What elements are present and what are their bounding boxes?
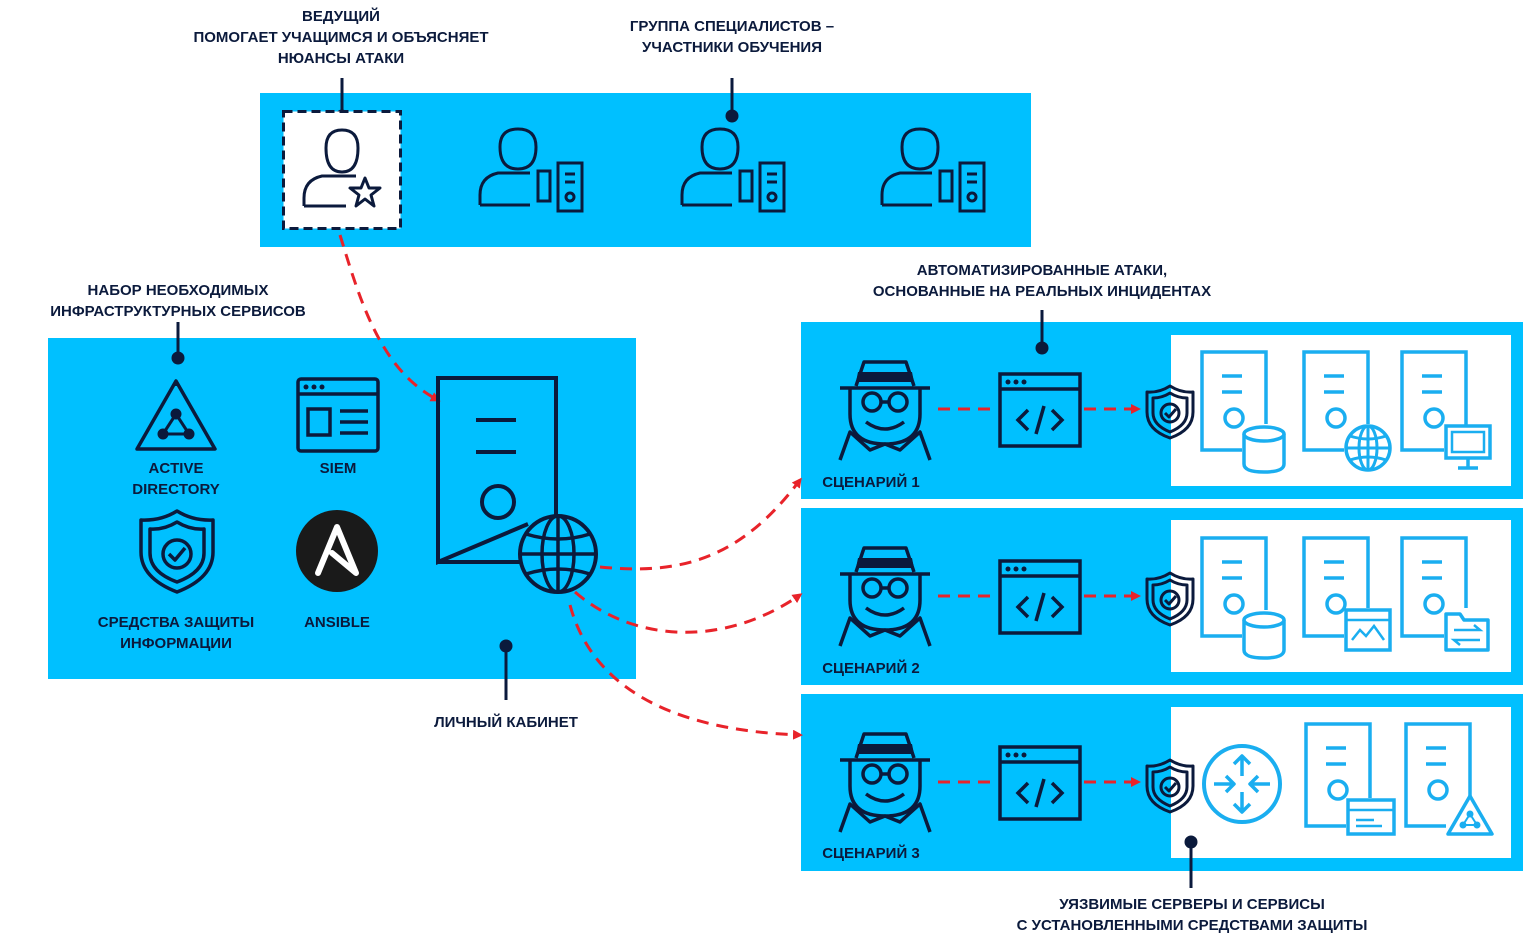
scenario-2-label: СЦЕНАРИЙ 2 — [822, 660, 920, 677]
scenario-1-label: СЦЕНАРИЙ 1 — [822, 474, 920, 491]
s3-server-active-directory-icon — [1404, 722, 1494, 836]
participant-1-workstation-icon — [478, 127, 584, 213]
s1-hacker-icon — [838, 360, 932, 461]
group-line-1: ГРУППА СПЕЦИАЛИСТОВ – — [629, 18, 835, 35]
ansible-label: ANSIBLE — [304, 614, 370, 631]
security-tools-label: СРЕДСТВА ЗАЩИТЫ ИНФОРМАЦИИ — [80, 612, 272, 654]
ansible-logo-icon — [296, 510, 378, 592]
cabinet-to-scenario-3-arrow — [568, 604, 803, 740]
vuln-line-1: УЯЗВИМЫЕ СЕРВЕРЫ И СЕРВИСЫ — [1059, 896, 1325, 913]
s1-code-window-icon — [998, 372, 1082, 448]
active-directory-line-2: DIRECTORY — [132, 481, 220, 498]
attacks-line-2: ОСНОВАННЫЕ НА РЕАЛЬНЫХ ИНЦИДЕНТАХ — [872, 283, 1212, 300]
vuln-line-2: С УСТАНОВЛЕННЫМИ СРЕДСТВАМИ ЗАЩИТЫ — [1016, 917, 1368, 934]
host-label: ВЕДУЩИЙ ПОМОГАЕТ УЧАЩИМСЯ И ОБЪЯСНЯЕТ НЮ… — [166, 6, 516, 69]
scenario-3-label: СЦЕНАРИЙ 3 — [822, 845, 920, 862]
attacks-label: АВТОМАТИЗИРОВАННЫЕ АТАКИ, ОСНОВАННЫЕ НА … — [842, 260, 1242, 302]
cabinet-label: ЛИЧНЫЙ КАБИНЕТ — [434, 714, 578, 731]
s3-code-window-icon — [998, 745, 1082, 821]
s1-shield-icon — [1145, 384, 1195, 440]
s2-server-chart-window-icon — [1302, 536, 1392, 652]
infra-line-1: НАБОР НЕОБХОДИМЫХ — [87, 282, 269, 299]
personal-cabinet-server-globe-icon — [436, 376, 598, 594]
s1-server-globe-icon — [1302, 350, 1392, 472]
security-shield-icon — [139, 509, 215, 594]
vuln-label: УЯЗВИМЫЕ СЕРВЕРЫ И СЕРВИСЫ С УСТАНОВЛЕНН… — [982, 894, 1402, 936]
s2-hacker-icon — [838, 546, 932, 647]
group-line-2: УЧАСТНИКИ ОБУЧЕНИЯ — [641, 39, 822, 56]
s1-server-monitor-icon — [1400, 350, 1492, 470]
siem-dashboard-icon — [296, 377, 380, 453]
host-to-cabinet-arrow — [338, 234, 441, 402]
cabinet-to-scenario-1-arrow — [599, 477, 802, 571]
participant-2-workstation-icon — [680, 127, 786, 213]
infra-line-2: ИНФРАСТРУКТУРНЫХ СЕРВИСОВ — [50, 303, 306, 320]
attacks-line-1: АВТОМАТИЗИРОВАННЫЕ АТАКИ, — [916, 262, 1168, 279]
s3-server-mail-icon — [1304, 722, 1396, 836]
s3-shield-icon — [1145, 758, 1195, 814]
host-desc-1: ПОМОГАЕТ УЧАЩИМСЯ И ОБЪЯСНЯЕТ — [193, 29, 489, 46]
active-directory-icon — [135, 379, 217, 451]
security-tools-line-2: ИНФОРМАЦИИ — [120, 635, 232, 652]
active-directory-line-1: ACTIVE — [148, 460, 204, 477]
cabinet-to-scenario-2-arrow — [574, 590, 803, 634]
active-directory-label: ACTIVE DIRECTORY — [96, 458, 256, 500]
s1-server-database-icon — [1200, 350, 1286, 474]
s2-server-database-icon — [1200, 536, 1286, 660]
security-tools-line-1: СРЕДСТВА ЗАЩИТЫ — [97, 614, 255, 631]
group-label: ГРУППА СПЕЦИАЛИСТОВ – УЧАСТНИКИ ОБУЧЕНИЯ — [582, 16, 882, 58]
host-desc-2: НЮАНСЫ АТАКИ — [277, 50, 405, 67]
siem-label: SIEM — [319, 460, 357, 477]
infra-label: НАБОР НЕОБХОДИМЫХ ИНФРАСТРУКТУРНЫХ СЕРВИ… — [28, 280, 328, 322]
participant-3-workstation-icon — [880, 127, 986, 213]
host-title: ВЕДУЩИЙ — [302, 8, 380, 25]
s3-router-icon — [1202, 744, 1282, 824]
s2-code-window-icon — [998, 559, 1082, 635]
s2-server-folder-transfer-icon — [1400, 536, 1490, 652]
s3-hacker-icon — [838, 732, 932, 833]
s2-shield-icon — [1145, 571, 1195, 627]
host-user-star-icon — [282, 110, 402, 230]
